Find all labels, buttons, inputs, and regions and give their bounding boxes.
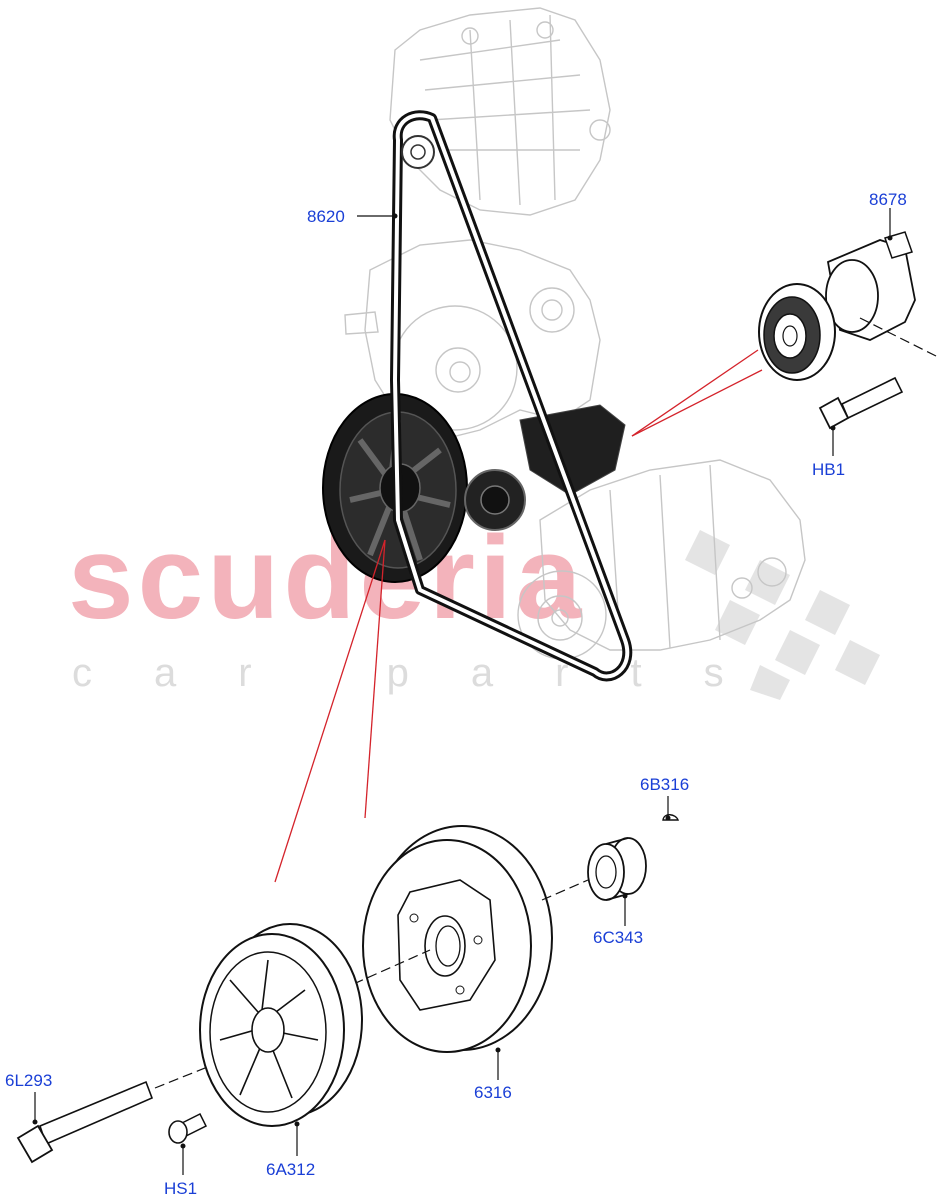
label-6316[interactable]: 6316 xyxy=(474,1083,512,1102)
label-8620[interactable]: 8620 xyxy=(307,207,345,226)
label-6c343[interactable]: 6C343 xyxy=(593,928,643,947)
label-hs1[interactable]: HS1 xyxy=(164,1179,197,1198)
watermark: scuderia car parts xyxy=(68,512,880,700)
label-8678[interactable]: 8678 xyxy=(869,190,907,209)
label-6a312[interactable]: 6A312 xyxy=(266,1160,315,1179)
watermark-brand: scuderia xyxy=(68,512,585,644)
serpentine-belt[interactable] xyxy=(390,110,633,682)
alternator xyxy=(389,7,611,216)
woodruff-key[interactable] xyxy=(662,814,679,821)
callout-lines xyxy=(274,349,763,883)
label-leaders xyxy=(32,208,893,1175)
belt-tensioner[interactable] xyxy=(758,231,916,381)
label-hb1[interactable]: HB1 xyxy=(812,460,845,479)
part-labels: 8620 8678 HB1 6B316 6C343 6316 6L293 HS1… xyxy=(5,190,907,1198)
label-6l293[interactable]: 6L293 xyxy=(5,1071,52,1090)
ac-compressor xyxy=(517,459,806,660)
label-6b316[interactable]: 6B316 xyxy=(640,775,689,794)
crankshaft-sprocket[interactable] xyxy=(587,837,647,901)
crank-pulley[interactable] xyxy=(199,923,363,1127)
damper-pulley[interactable] xyxy=(362,825,553,1053)
damper-bolt[interactable] xyxy=(16,1080,154,1164)
pulley-bolt[interactable] xyxy=(168,1112,208,1144)
tensioner-bolt[interactable] xyxy=(818,376,904,430)
watermark-tagline: car parts xyxy=(72,651,786,695)
